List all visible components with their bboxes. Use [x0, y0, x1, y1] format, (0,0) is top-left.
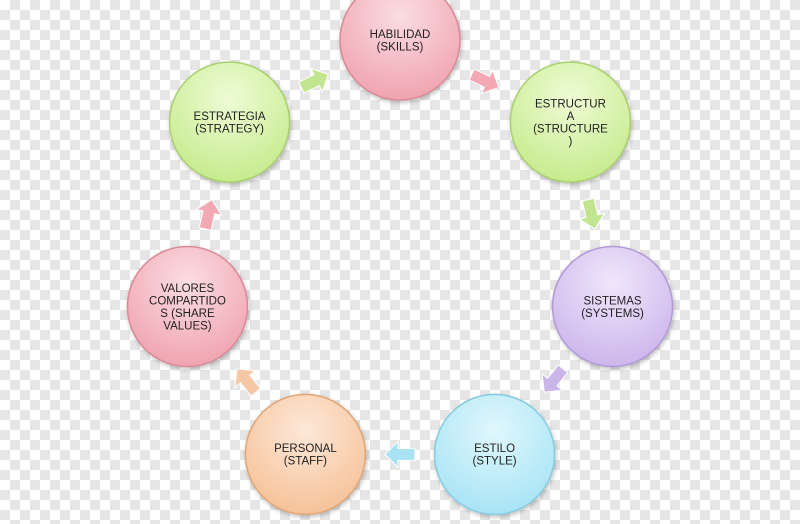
node-circle: [126, 245, 249, 368]
node-systems: SISTEMAS(SYSTEMS): [551, 245, 674, 368]
node-staff: PERSONAL(STAFF): [244, 393, 367, 516]
node-label-line: (STAFF): [284, 456, 327, 468]
node-circle: [339, 0, 461, 101]
node-skills: HABILIDAD(SKILLS): [339, 0, 461, 101]
node-label-line: (STYLE): [473, 456, 517, 468]
node-circle: [168, 61, 291, 183]
node-label-line: HABILIDAD: [370, 29, 431, 41]
node-label-line: COMPARTIDO: [149, 295, 226, 307]
node-label-line: (SKILLS): [377, 41, 424, 53]
arrow-systems-to-style-icon: [541, 364, 569, 393]
node-label-line: ): [569, 136, 573, 148]
node-label-line: S (SHARE: [160, 308, 215, 320]
node-label-line: ESTRUCTUR: [535, 98, 606, 110]
node-label-line: VALORES: [161, 283, 215, 295]
node-style: ESTILO(STYLE): [433, 393, 556, 516]
node-label-line: (STRUCTURE: [533, 123, 608, 135]
arrow-skills-to-structure-icon: [468, 68, 500, 95]
node-label-line: SISTEMAS: [583, 295, 641, 307]
node-circle: [551, 245, 674, 368]
node-strategy: ESTRATEGIA(STRATEGY): [168, 61, 291, 183]
node-label-line: ESTILO: [474, 443, 515, 455]
arrow-style-to-staff-icon: [384, 440, 416, 469]
arrow-staff-to-shared-values-icon: [234, 368, 262, 397]
arrow-strategy-to-skills-icon: [298, 67, 329, 94]
node-label-line: (STRATEGY): [195, 123, 264, 135]
node-circle: [433, 393, 556, 516]
node-label-line: ESTRATEGIA: [194, 111, 266, 123]
node-label-line: PERSONAL: [274, 443, 337, 455]
node-circle: [244, 393, 367, 516]
cycle-arrows: [194, 67, 606, 469]
node-label-line: A: [567, 111, 575, 123]
node-label-line: VALUES): [163, 320, 212, 332]
arrow-structure-to-systems-icon: [577, 197, 606, 230]
node-circle: [509, 61, 632, 183]
arrow-shared-values-to-strategy-icon: [194, 198, 223, 231]
node-label-line: (SYSTEMS): [581, 308, 644, 320]
